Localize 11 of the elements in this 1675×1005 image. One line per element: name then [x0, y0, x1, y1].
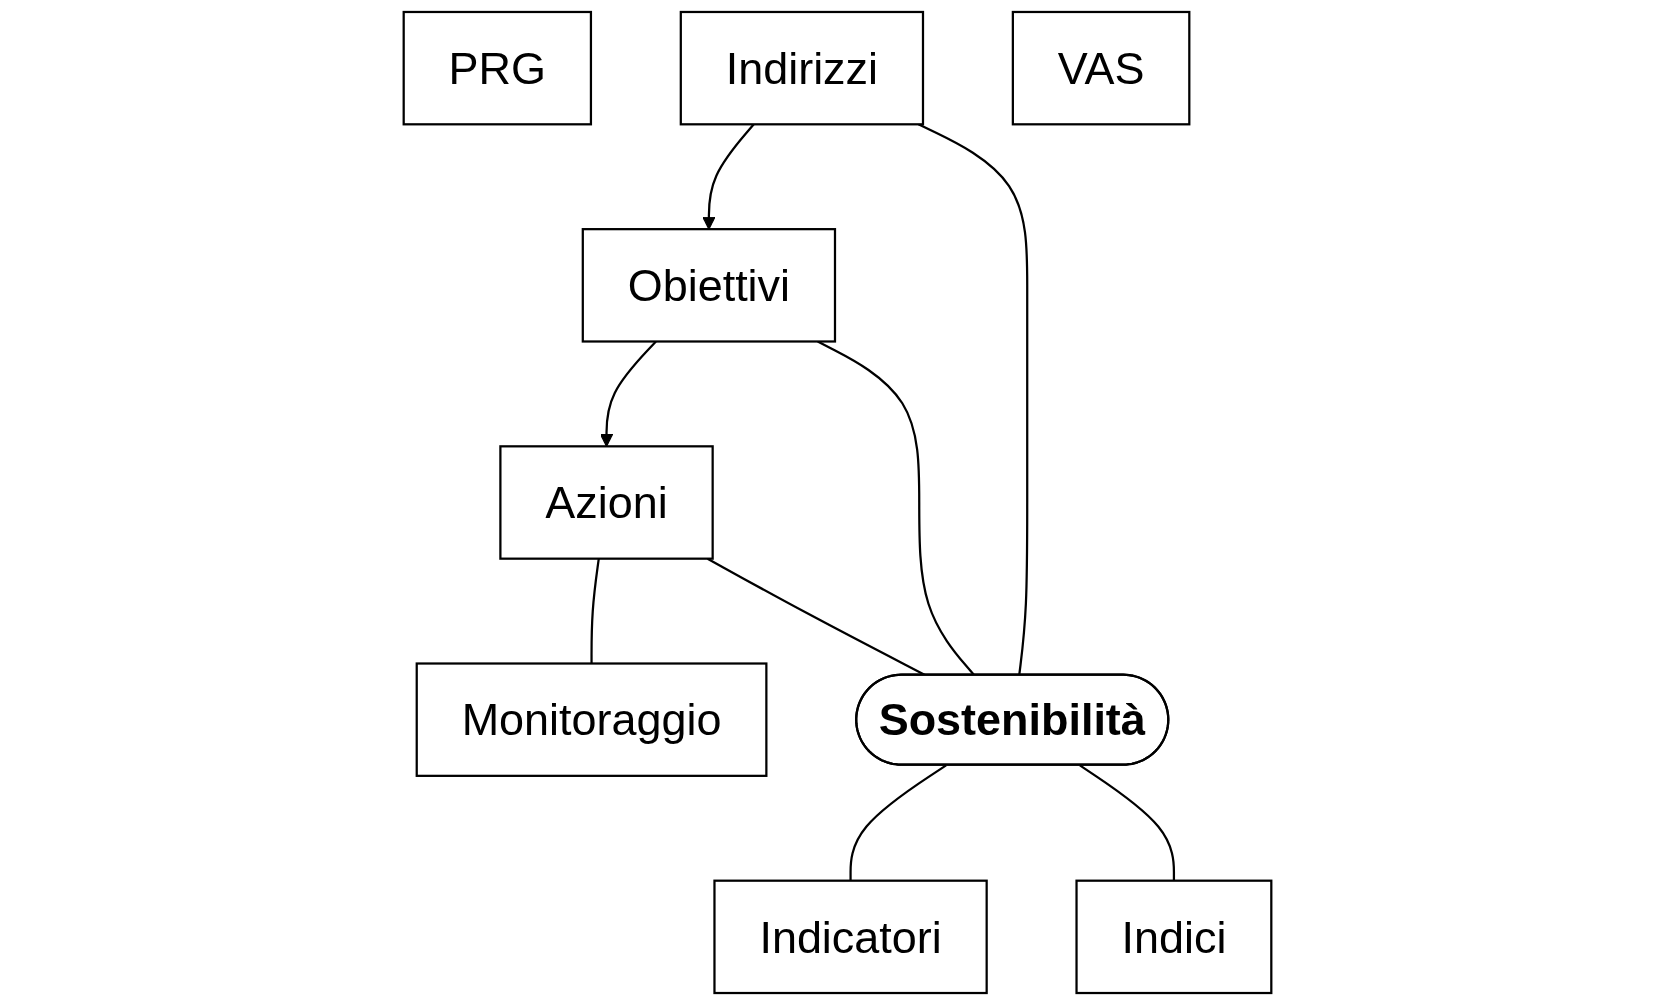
node-box: Azioni [499, 445, 714, 560]
connector [849, 764, 947, 881]
node-box: VAS [1011, 10, 1191, 126]
connector [1079, 764, 1176, 881]
node-box: Indicatori [713, 879, 988, 995]
connector [590, 558, 600, 664]
node-box: Indici [1075, 879, 1273, 995]
node-box: PRG [402, 10, 593, 126]
node-box: Obiettivi [581, 228, 837, 343]
node-box: Indirizzi [679, 10, 925, 126]
node-box: Monitoraggio [415, 662, 768, 777]
